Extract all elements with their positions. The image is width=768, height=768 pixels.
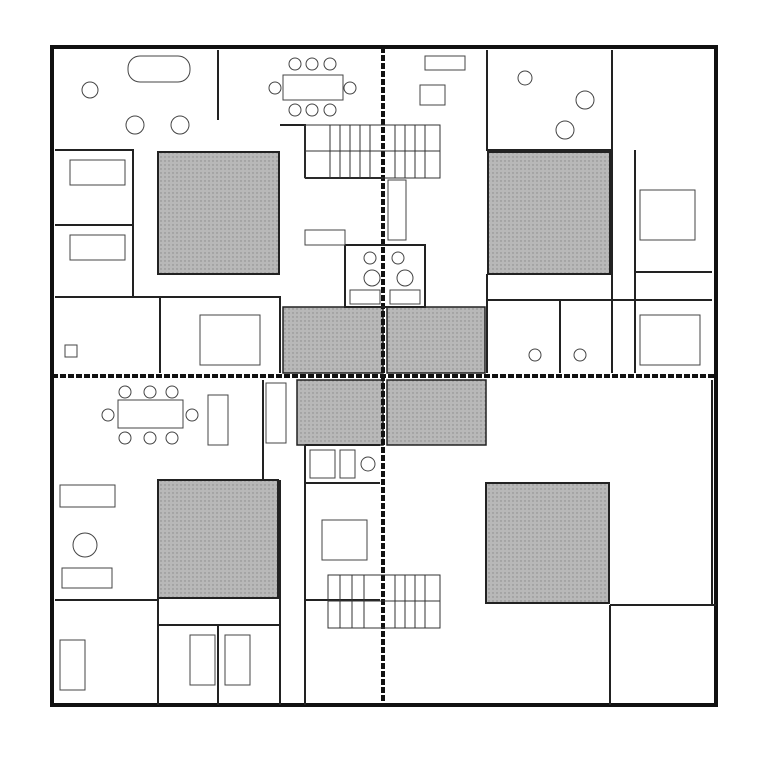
courtyards xyxy=(157,151,611,604)
bathrooms-top xyxy=(304,179,426,308)
courtyard-top-right xyxy=(487,151,611,275)
unit-bottom-right xyxy=(609,380,716,705)
unit-top-right xyxy=(419,50,712,373)
courtyard-top-left xyxy=(157,151,280,275)
unit-top-left xyxy=(55,50,383,373)
stair-bottom xyxy=(327,574,441,629)
shared-corridor xyxy=(282,306,487,446)
unit-bottom-left xyxy=(55,380,380,705)
courtyard-bottom-right xyxy=(485,482,610,604)
stair-top xyxy=(304,124,441,179)
courtyard-bottom-left xyxy=(157,479,279,599)
